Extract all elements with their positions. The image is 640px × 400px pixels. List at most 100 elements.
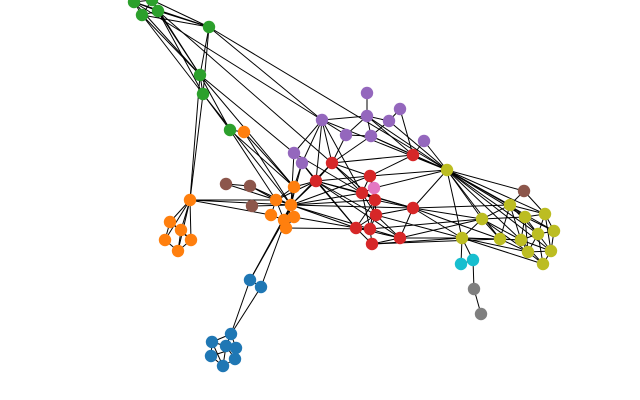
node-blue-u9: [216, 359, 230, 373]
edge-g6-p9: [199, 74, 295, 154]
edge-g8-o4: [229, 129, 277, 201]
edge-o5-r7: [290, 204, 414, 209]
edge-o5-r6: [290, 199, 376, 206]
node-purple-p3: [315, 113, 329, 127]
node-blue-u1: [243, 273, 257, 287]
node-red-r5: [355, 186, 369, 200]
node-green-g1: [127, 0, 141, 9]
node-orange-o11: [174, 223, 188, 237]
node-olive-l6: [455, 231, 469, 245]
edge-g6-g8: [199, 74, 231, 131]
edge-r10-l3: [369, 218, 483, 230]
edge-r4-l1: [369, 169, 448, 177]
node-purple-p9: [287, 146, 301, 160]
edge-o5-r9: [290, 204, 357, 229]
node-orange-o10: [163, 215, 177, 229]
edge-b2-o5: [249, 185, 292, 206]
node-green-g5: [202, 20, 216, 34]
edge-p3-p4: [321, 115, 368, 121]
edge-l6-l11: [461, 237, 529, 253]
node-red-r11: [393, 231, 407, 245]
node-purple-p4: [360, 109, 374, 123]
node-brown-b1: [219, 177, 233, 191]
edge-r2-r4: [331, 162, 371, 177]
edge-r1-r2: [331, 154, 414, 164]
edge-g5-p3: [208, 26, 323, 121]
edge-o5-p9: [290, 152, 295, 206]
edge-l1-l7: [446, 169, 501, 240]
edge-l1-l8: [446, 169, 522, 241]
node-olive-l1: [440, 163, 454, 177]
edge-o3-o6: [189, 199, 272, 216]
node-orange-o6: [264, 208, 278, 222]
edge-r3-r8: [315, 180, 377, 216]
node-olive-l8: [514, 233, 528, 247]
edge-g4-g7: [157, 10, 204, 95]
edge-l1-l9: [446, 169, 539, 235]
edge-k1-l1: [373, 169, 448, 189]
node-purple-p5: [382, 114, 396, 128]
edge-o7-r9: [293, 216, 357, 229]
edge-r9-r11: [355, 227, 401, 239]
edge-g3-g7: [141, 14, 204, 95]
edge-l3-l8: [481, 218, 522, 241]
node-orange-o5: [284, 198, 298, 212]
node-blue-u3: [224, 327, 238, 341]
node-red-r4: [363, 169, 377, 183]
edge-g7-o5: [202, 93, 292, 206]
graph-nodes: [127, 0, 561, 373]
edge-g3-g5: [141, 14, 210, 28]
edge-r3-r11: [315, 180, 401, 239]
edge-g2-g5: [151, 0, 210, 28]
edge-p3-l1: [321, 119, 448, 171]
node-red-r1: [406, 148, 420, 162]
node-green-g2: [145, 0, 159, 7]
edge-r7-l1: [412, 169, 448, 209]
node-orange-o2: [287, 180, 301, 194]
edge-p3-p10: [301, 119, 323, 164]
edge-l1-l5: [446, 169, 546, 215]
edge-o3-o12: [189, 199, 192, 241]
edge-r7-l3: [412, 207, 483, 220]
node-green-g3: [135, 8, 149, 22]
edge-u1-u3: [230, 279, 251, 335]
node-cyan-c2: [466, 253, 480, 267]
node-purple-p1: [360, 86, 374, 100]
edge-r3-r9: [315, 180, 357, 229]
node-purple-p2: [393, 102, 407, 116]
edge-r12-l7: [371, 238, 501, 245]
edge-g5-l1: [208, 26, 448, 171]
node-blue-u4: [205, 335, 219, 349]
node-olive-l7: [493, 232, 507, 246]
edge-p4-l1: [366, 115, 448, 171]
node-brown-b2: [243, 179, 257, 193]
node-red-r8: [369, 208, 383, 222]
edge-p3-r5: [321, 119, 363, 194]
node-orange-o13: [158, 233, 172, 247]
node-green-g8: [223, 123, 237, 137]
node-olive-l13: [536, 257, 550, 271]
node-pink-k1: [367, 181, 381, 195]
node-purple-p6: [339, 128, 353, 142]
node-blue-u6: [229, 341, 243, 355]
edge-o8-u1: [249, 219, 285, 281]
edge-o1-o5: [243, 131, 292, 206]
graph-edges: [133, 0, 555, 367]
node-orange-o3: [183, 193, 197, 207]
node-purple-p8: [417, 134, 431, 148]
node-olive-l4: [518, 210, 532, 224]
node-olive-l12: [544, 244, 558, 258]
edge-r7-r8: [375, 207, 414, 216]
edge-p3-p9: [293, 119, 323, 154]
node-red-r10: [363, 222, 377, 236]
node-brown-b4: [517, 184, 531, 198]
edge-p4-r1: [366, 115, 414, 156]
edge-g8-o2: [229, 129, 295, 188]
edge-p3-r3: [315, 119, 323, 182]
edge-l6-l13: [461, 237, 544, 265]
node-cyan-c1: [454, 257, 468, 271]
edge-r3-r4: [315, 175, 371, 182]
edge-g7-o3: [189, 93, 204, 201]
edge-o1-o2: [243, 131, 295, 188]
node-blue-u2: [254, 280, 268, 294]
